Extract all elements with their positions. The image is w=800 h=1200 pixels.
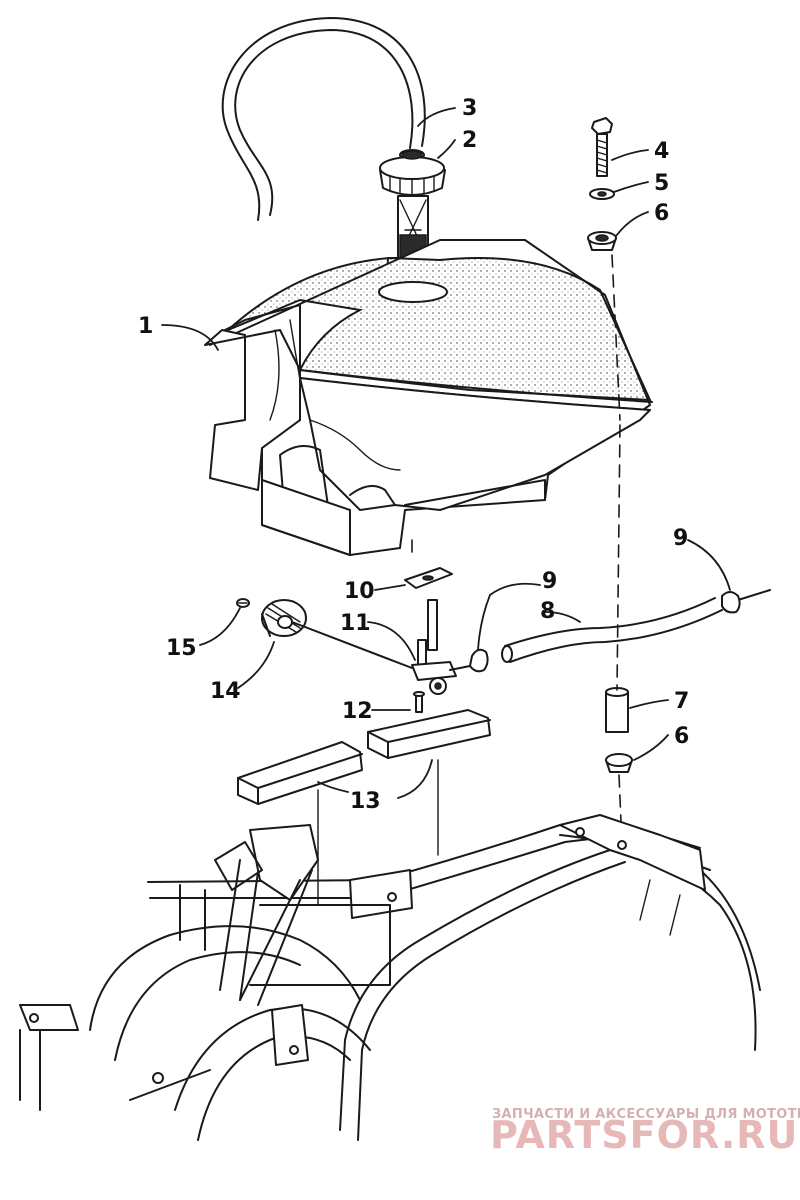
vent-hose [221, 17, 426, 221]
callout-3: 3 [462, 96, 477, 121]
washer [589, 188, 615, 200]
mount-bolt [591, 117, 613, 177]
valve-screw [413, 691, 425, 713]
watermark-tagline: ЗАПЧАСТИ И АКСЕССУАРЫ ДЛЯ МОТОТЕХНИКИ [492, 1107, 800, 1122]
mount-axis-mid [616, 424, 621, 691]
valve-knob [261, 599, 307, 637]
callout-15: 15 [166, 636, 197, 661]
callout-7: 7 [674, 689, 689, 714]
fuel-tank [204, 239, 653, 556]
callout-13: 13 [350, 789, 381, 814]
leader-lines [161, 107, 731, 799]
callout-9-right: 9 [673, 526, 688, 551]
fuel-line [501, 589, 771, 663]
callout-4: 4 [654, 139, 669, 164]
hose-clamp-right [721, 591, 741, 614]
callout-6-lower: 6 [674, 724, 689, 749]
gas-cap [379, 149, 446, 197]
callout-8: 8 [540, 599, 555, 624]
knob-screw [236, 598, 250, 608]
hose-clamp-left [469, 648, 489, 673]
callout-9-left: 9 [542, 569, 557, 594]
mount-axis-upper [611, 254, 621, 421]
knob-axis [291, 621, 413, 669]
mount-axis-lower [618, 774, 623, 846]
callout-11: 11 [340, 611, 371, 636]
fuel-valve [411, 599, 471, 695]
callout-1: 1 [138, 314, 153, 339]
grommet-lower [605, 753, 633, 773]
watermark: ЗАПЧАСТИ И АКСЕССУАРЫ ДЛЯ МОТОТЕХНИКИ PA… [490, 1107, 800, 1157]
callout-10: 10 [344, 579, 375, 604]
callout-12: 12 [342, 699, 373, 724]
callout-5: 5 [654, 171, 669, 196]
callout-6-upper: 6 [654, 201, 669, 226]
watermark-logo: PARTSFOR.RU [490, 1113, 798, 1157]
callout-2: 2 [462, 128, 477, 153]
callout-labels: 1 2 3 4 5 6 6 7 8 9 9 10 11 12 13 14 15 [138, 96, 689, 814]
grommet-upper [587, 231, 617, 251]
valve-gasket [404, 567, 453, 589]
callout-14: 14 [210, 679, 241, 704]
foam-pad-right [367, 709, 491, 759]
spacer [605, 687, 629, 733]
atv-frame [19, 814, 761, 1141]
foam-pad-left [237, 741, 363, 805]
